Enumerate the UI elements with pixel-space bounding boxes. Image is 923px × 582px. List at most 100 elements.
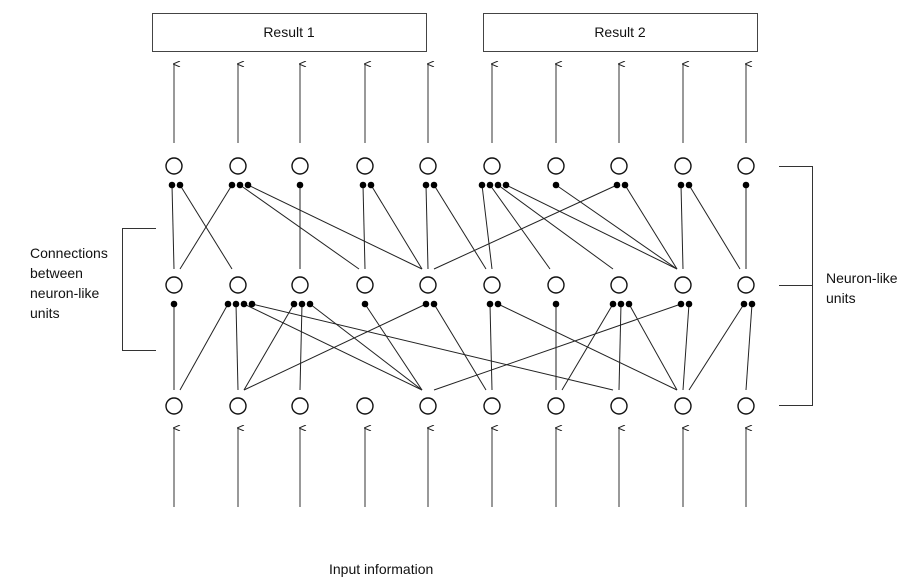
synapse-dot xyxy=(748,300,756,308)
connection-line xyxy=(628,303,678,391)
synapse-dots xyxy=(168,181,756,308)
synapse-dot xyxy=(617,300,625,308)
connection-line xyxy=(247,184,423,270)
synapse-dot xyxy=(613,181,621,189)
result-box-2-label: Result 2 xyxy=(594,24,646,40)
connection-line xyxy=(299,303,303,391)
connection-line xyxy=(489,303,493,391)
neuron-node-bottom xyxy=(674,397,692,415)
synapse-dot xyxy=(168,181,176,189)
connection-line xyxy=(688,303,745,391)
result-box-1-label: Result 1 xyxy=(263,24,315,40)
left-bracket xyxy=(122,228,156,351)
synapse-dot xyxy=(240,300,248,308)
connection-line xyxy=(362,184,366,270)
neuron-node-middle xyxy=(547,276,565,294)
neuron-units-label: Neuron-like units xyxy=(826,268,898,308)
synapse-dot xyxy=(677,181,685,189)
connection-line xyxy=(433,184,618,270)
connection-line xyxy=(489,184,551,270)
neuron-node-bottom xyxy=(419,397,437,415)
neuron-node-bottom xyxy=(229,397,247,415)
synapse-dot xyxy=(176,181,184,189)
neuron-node-bottom xyxy=(737,397,755,415)
connection-line xyxy=(243,303,295,391)
connection-line xyxy=(179,184,233,270)
neuron-node-middle xyxy=(229,276,247,294)
connection-line xyxy=(251,303,614,391)
neuron-node-top xyxy=(737,157,755,175)
synapse-dot xyxy=(244,181,252,189)
connection-line xyxy=(309,303,423,391)
connections-label: Connections between neuron-like units xyxy=(30,243,108,323)
neuron-node-top xyxy=(610,157,628,175)
synapse-dot xyxy=(685,300,693,308)
connection-line xyxy=(682,303,690,391)
connection-line xyxy=(745,303,753,391)
connection-line xyxy=(235,303,239,391)
input-arrows xyxy=(174,428,746,507)
neuron-node-top xyxy=(483,157,501,175)
synapse-dot xyxy=(430,181,438,189)
connection-line xyxy=(364,303,423,391)
synapse-dot xyxy=(290,300,298,308)
synapse-dot xyxy=(609,300,617,308)
neuron-node-middle xyxy=(419,276,437,294)
synapse-dot xyxy=(430,300,438,308)
neuron-node-top xyxy=(229,157,247,175)
connection-line xyxy=(433,303,682,391)
synapse-dot xyxy=(740,300,748,308)
neuron-node-bottom xyxy=(483,397,501,415)
result-box-2 xyxy=(483,13,758,52)
connection-line xyxy=(370,184,423,270)
synapse-dot xyxy=(621,181,629,189)
synapse-dot xyxy=(236,181,244,189)
connection-line xyxy=(481,184,493,270)
neuron-node-top xyxy=(547,157,565,175)
synapse-dot xyxy=(228,181,236,189)
neuron-units-label-line: units xyxy=(826,290,856,306)
synapse-dot xyxy=(625,300,633,308)
neuron-node-top xyxy=(419,157,437,175)
synapse-dot xyxy=(361,300,369,308)
neuron-node-bottom xyxy=(356,397,374,415)
synapse-dot xyxy=(494,181,502,189)
synapse-dot xyxy=(677,300,685,308)
right-bracket xyxy=(779,166,813,406)
result-box-1 xyxy=(152,13,427,52)
connection-line xyxy=(618,303,622,391)
synapse-dot xyxy=(552,181,560,189)
neuron-nodes xyxy=(165,157,755,415)
connections-label-line: between xyxy=(30,265,83,281)
synapse-dot xyxy=(367,181,375,189)
synapse-dot xyxy=(306,300,314,308)
synapse-dot xyxy=(224,300,232,308)
connections-label-line: Connections xyxy=(30,245,108,261)
synapse-dot xyxy=(742,181,750,189)
connection-line xyxy=(680,184,684,270)
synapse-dot xyxy=(486,181,494,189)
connection-line xyxy=(624,184,678,270)
synapse-dot xyxy=(502,181,510,189)
neuron-node-bottom xyxy=(165,397,183,415)
connection-line xyxy=(433,303,487,391)
input-information-label: Input information xyxy=(329,561,434,577)
synapse-dot xyxy=(422,181,430,189)
connections-label-line: neuron-like xyxy=(30,285,100,301)
synapse-dot xyxy=(422,300,430,308)
connection-line xyxy=(425,184,429,270)
synapse-dot xyxy=(685,181,693,189)
neuron-node-middle xyxy=(737,276,755,294)
neuron-node-middle xyxy=(356,276,374,294)
neuron-units-label-line: Neuron-like xyxy=(826,270,898,286)
connection-line xyxy=(505,184,678,270)
synapse-dot xyxy=(296,181,304,189)
synapse-dot xyxy=(478,181,486,189)
synapse-dot xyxy=(298,300,306,308)
synapse-dot xyxy=(494,300,502,308)
synapse-dot xyxy=(170,300,178,308)
neuron-node-bottom xyxy=(291,397,309,415)
neuron-node-middle xyxy=(165,276,183,294)
neuron-node-top xyxy=(165,157,183,175)
